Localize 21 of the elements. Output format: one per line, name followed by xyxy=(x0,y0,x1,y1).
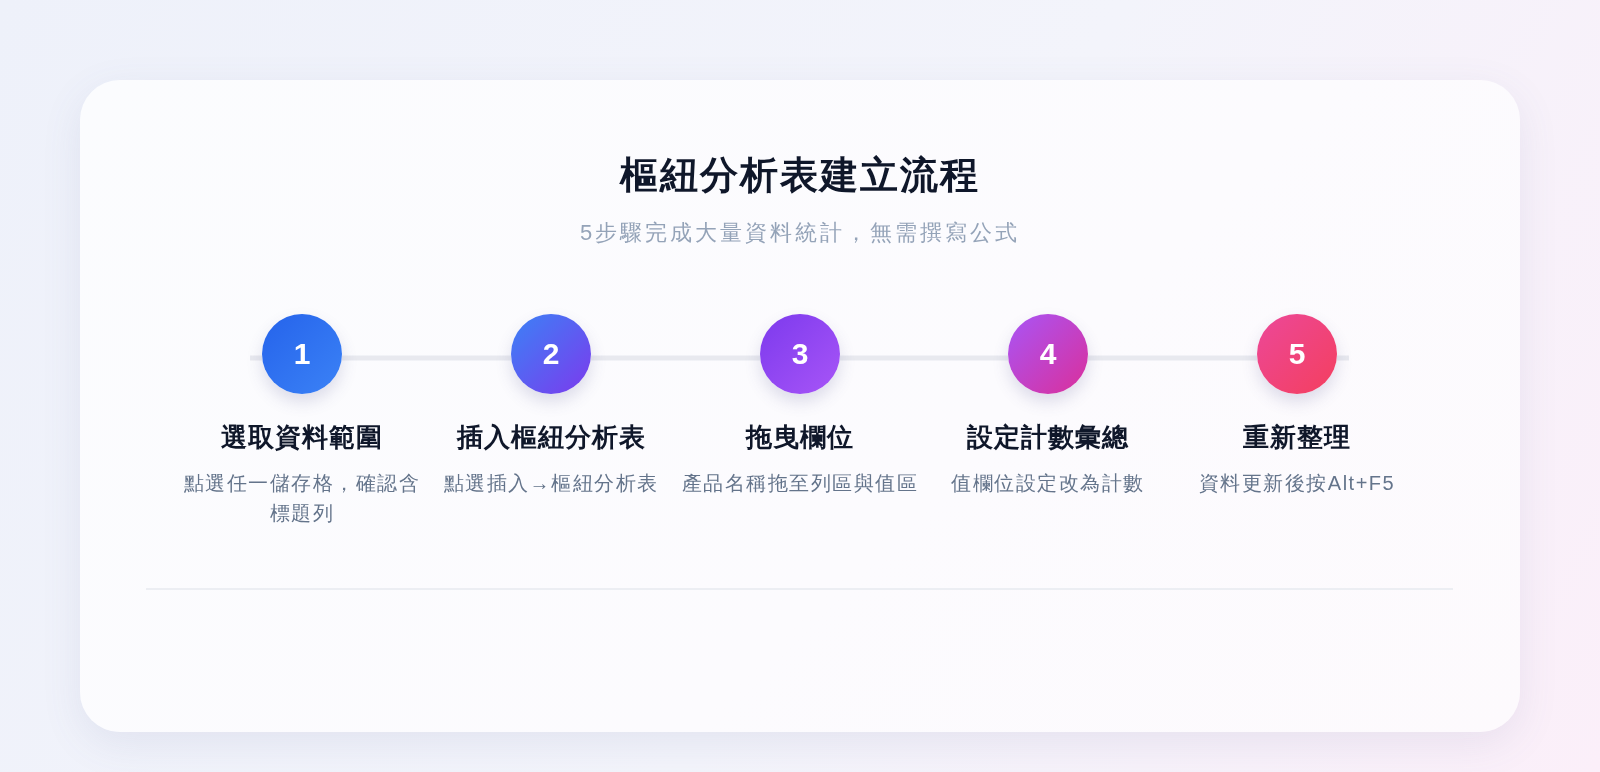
step-title: 拖曳欄位 xyxy=(744,421,855,454)
step-title: 重新整理 xyxy=(1242,421,1352,454)
connector-line xyxy=(840,355,1008,361)
connector-line xyxy=(1088,355,1257,361)
step-circle: 1 xyxy=(262,314,342,394)
step-title: 選取資料範圍 xyxy=(220,421,384,454)
step-description: 點選任一儲存格，確認含標題列 xyxy=(182,471,422,526)
step-circle: 2 xyxy=(511,314,591,394)
step-title: 插入樞紐分析表 xyxy=(455,421,647,454)
connector-line xyxy=(591,355,760,361)
step-circle: 3 xyxy=(760,314,840,394)
step-title: 設定計數彙總 xyxy=(966,421,1130,454)
subtitle: 5步驟完成大量資料統計，無需撰寫公式 xyxy=(578,219,1022,247)
step-description: 產品名稱拖至列區與值區 xyxy=(680,471,920,496)
step-circle: 5 xyxy=(1257,314,1337,394)
title: 樞紐分析表建立流程 xyxy=(618,153,981,198)
connector-line xyxy=(342,355,511,361)
step-description: 值欄位設定改為計數 xyxy=(950,471,1146,496)
step-description: 點選插入→樞紐分析表 xyxy=(442,471,660,496)
step-circle: 4 xyxy=(1008,314,1088,394)
step-description: 資料更新後按Alt+F5 xyxy=(1197,471,1397,496)
